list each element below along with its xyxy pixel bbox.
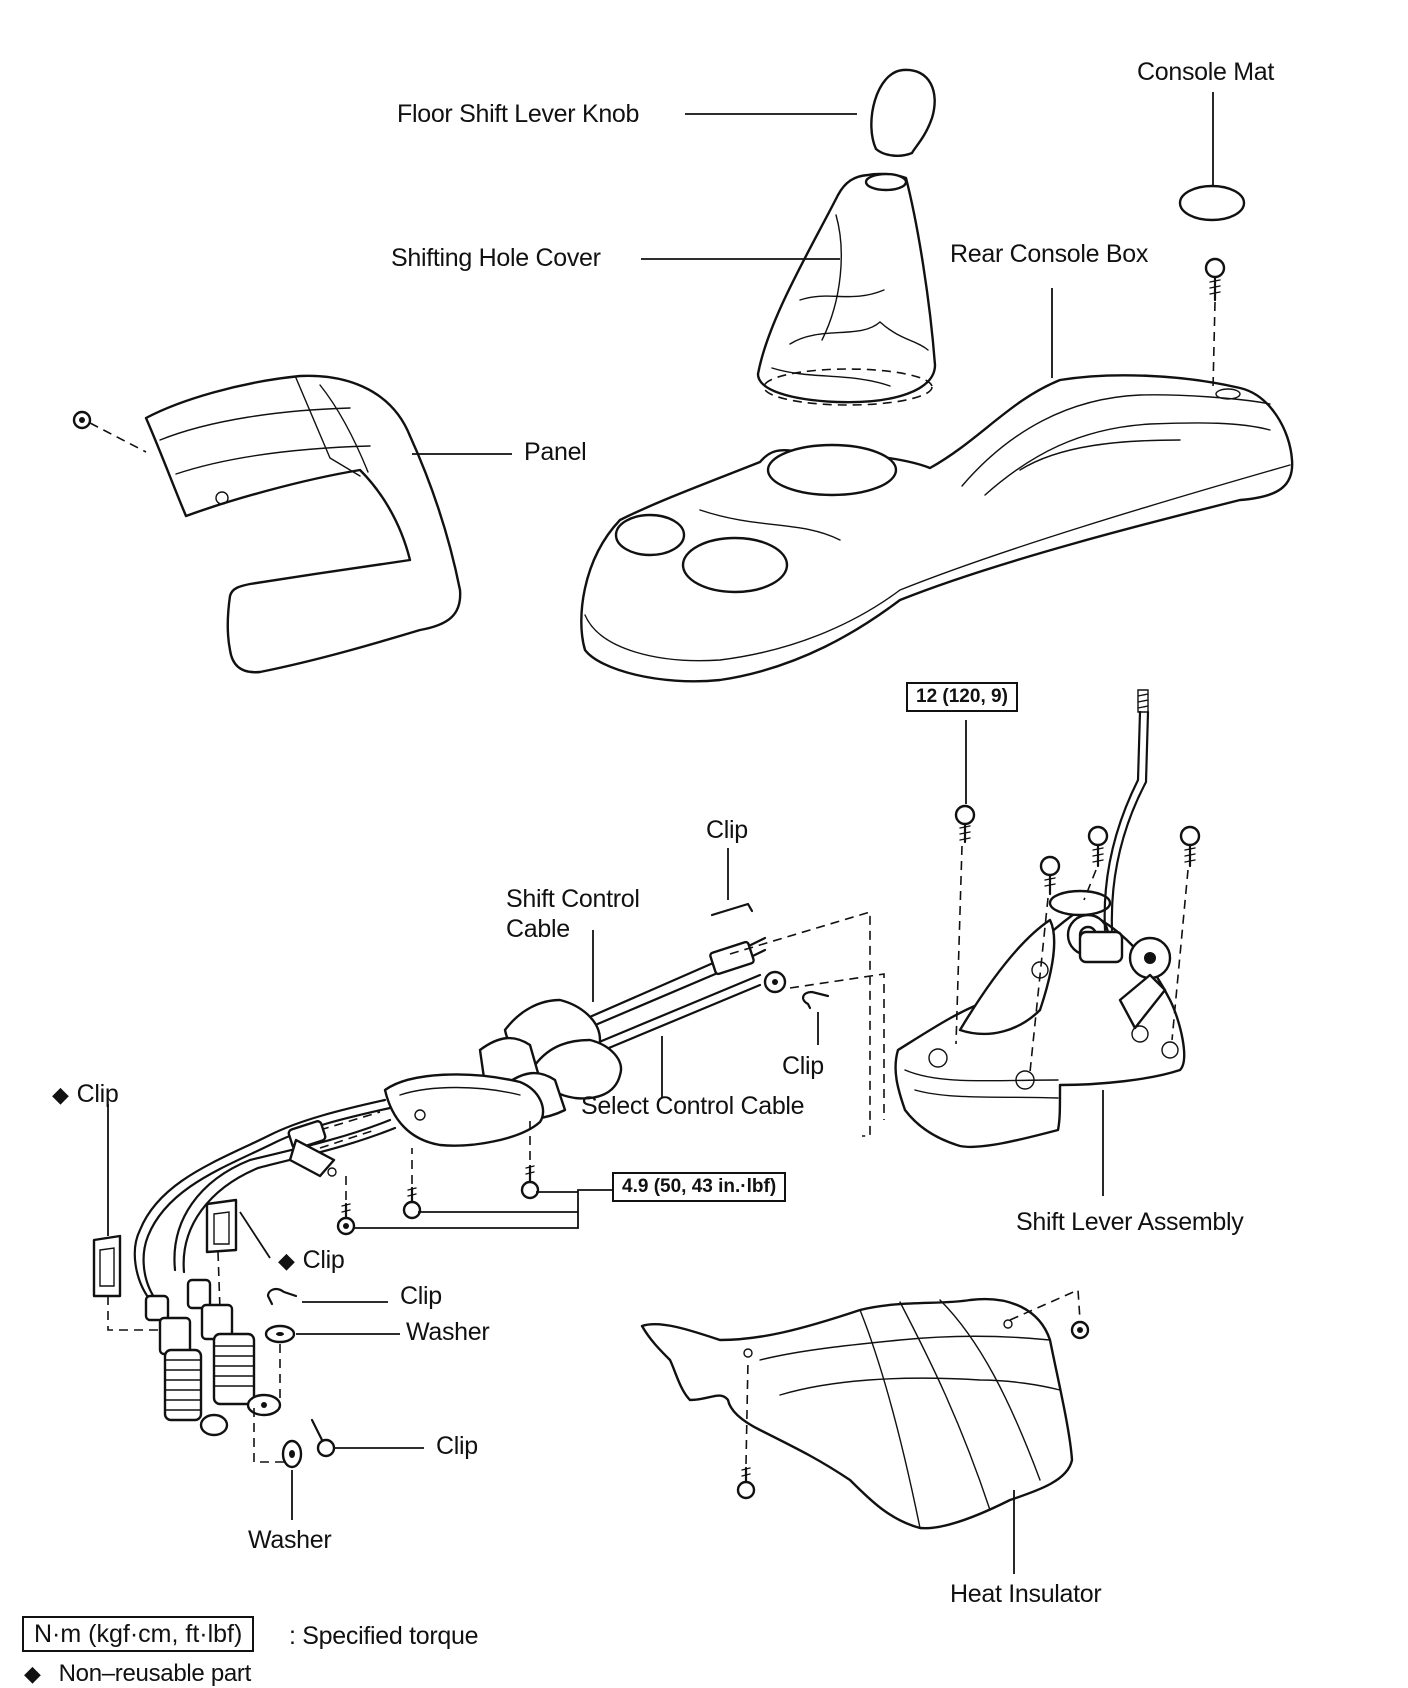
shift-lever-bolt-icon xyxy=(954,720,976,1045)
console-mat-label: Console Mat xyxy=(1137,58,1275,86)
heat-insulator-nut-icon xyxy=(1009,1288,1090,1340)
shifting-hole-cover-label: Shifting Hole Cover xyxy=(391,244,601,272)
shift-lever-bolt-icon xyxy=(1029,855,1061,1073)
legend-torque-box: N·m (kgf·cm, ft·lbf) xyxy=(22,1616,255,1652)
clip-lower2-label: Clip xyxy=(436,1432,478,1460)
legend-nonreusable: ◆Non–reusable part xyxy=(24,1660,251,1687)
panel-screw-icon xyxy=(72,410,147,453)
clip-left-label: ◆Clip xyxy=(52,1080,119,1108)
shift-lever-bolt-icon xyxy=(1171,825,1201,1041)
torque-spec-shift-lever: 12 (120, 9) xyxy=(906,682,1018,712)
shift-lever-assembly-label: Shift Lever Assembly xyxy=(1016,1208,1244,1236)
panel-drawing xyxy=(72,374,512,674)
bracket-bolt-icon xyxy=(520,1116,540,1200)
heat-insulator-label: Heat Insulator xyxy=(950,1580,1102,1608)
bracket-bolt-icon xyxy=(402,1148,422,1220)
floor-shift-lever-knob-label: Floor Shift Lever Knob xyxy=(397,100,640,128)
fasteners-drawing xyxy=(92,848,885,1520)
select-control-cable-label: Select Control Cable xyxy=(581,1092,805,1120)
nonreusable-diamond-icon: ◆ xyxy=(278,1248,295,1273)
washer-lower-label: Washer xyxy=(248,1526,332,1554)
clip-top-label: Clip xyxy=(706,816,748,844)
legend-torque-text: : Specified torque xyxy=(289,1622,479,1650)
shifting-hole-cover-drawing xyxy=(641,172,937,406)
clip-right-label: Clip xyxy=(782,1052,824,1080)
console-screw-icon xyxy=(1204,257,1226,389)
nonreusable-diamond-icon: ◆ xyxy=(24,1661,41,1686)
bracket-bolt-icon xyxy=(336,1172,356,1236)
clip-lower1-label: Clip xyxy=(400,1282,442,1310)
panel-label: Panel xyxy=(524,438,587,466)
shift-lever-assembly-drawing xyxy=(894,689,1201,1196)
shift-control-cable-label: Shift Control Cable xyxy=(506,885,640,943)
heat-insulator-bolt-icon xyxy=(736,1359,756,1500)
shift-lever-bolt-icon xyxy=(1083,825,1109,901)
heat-insulator-drawing xyxy=(640,1288,1090,1574)
floor-shift-lever-knob-drawing xyxy=(685,68,936,157)
clip-mid-label: ◆Clip xyxy=(278,1246,345,1274)
torque-spec-cable-bracket: 4.9 (50, 43 in.·lbf) xyxy=(612,1172,787,1202)
washer-upper-label: Washer xyxy=(406,1318,490,1346)
control-cables-drawing xyxy=(133,930,787,1437)
console-mat-drawing xyxy=(1178,92,1246,222)
nonreusable-diamond-icon: ◆ xyxy=(52,1082,69,1107)
rear-console-box-drawing xyxy=(580,257,1294,683)
rear-console-box-label: Rear Console Box xyxy=(950,240,1149,268)
